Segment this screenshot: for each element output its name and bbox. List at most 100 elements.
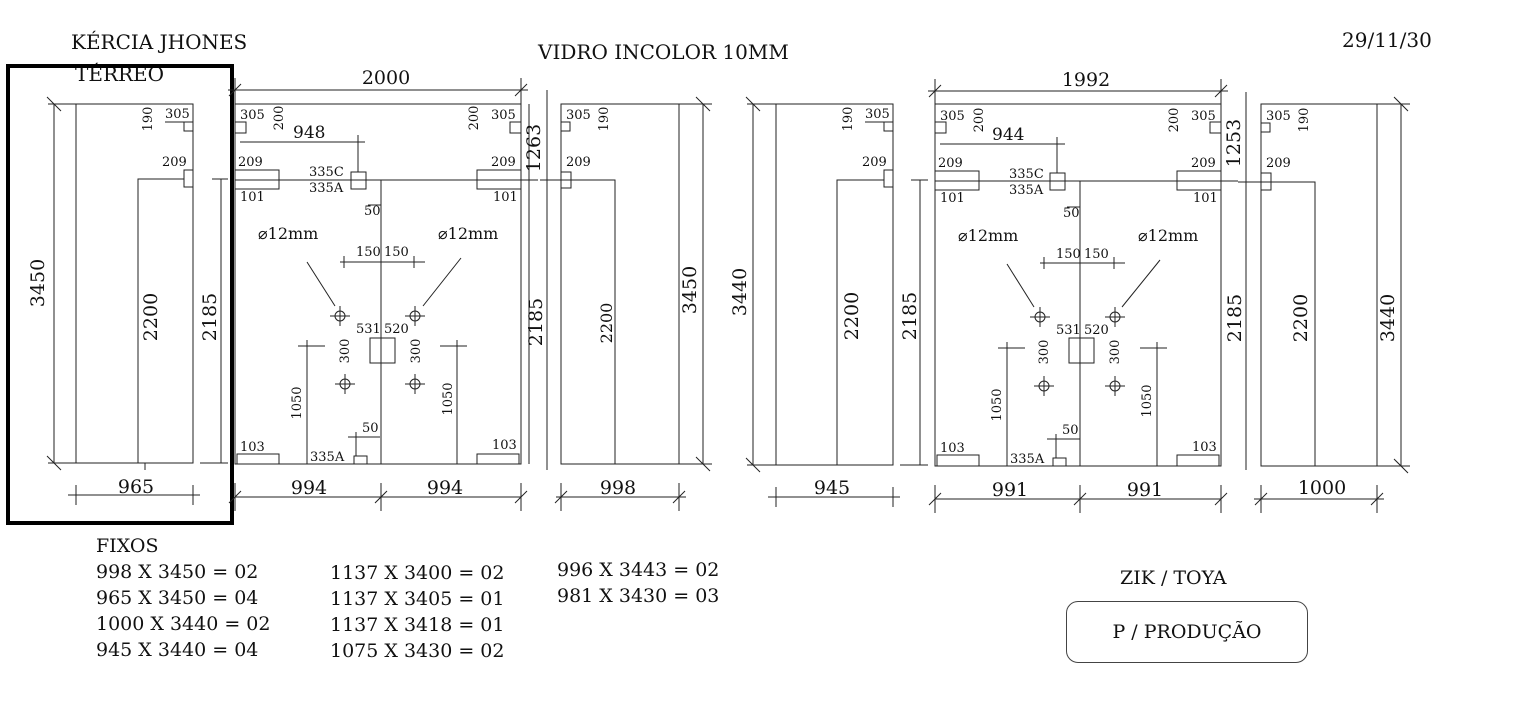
p3-notch-pos: 209 [566,155,591,170]
p1-width: 965 [118,476,154,498]
p5-hole-l: ⌀12mm [958,226,1018,245]
p5-b2: 335A [1010,452,1045,467]
p2-notch-r: 305 [491,108,516,123]
p2-b1: 50 [362,421,379,436]
p2-bl2: 103 [240,440,265,455]
p1-fixed-height: 2185 [199,293,221,341]
list-item: 1075 X 3430 = 02 [330,640,505,662]
production-stamp: P / PRODUÇÃO [1066,601,1308,663]
p5-m1: 531 [1056,323,1081,338]
highlight-frame [6,64,234,525]
panel-1-door-line [137,178,184,463]
list-item: 1137 X 3405 = 01 [330,588,505,610]
p2-to-hinge: 948 [293,123,325,143]
p6-door-height: 2200 [1290,294,1312,342]
p2-v1: 300 [338,339,353,364]
p2-h1: 1050 [290,386,305,419]
p2-width-total: 2000 [362,67,410,89]
p3-notch-w: 305 [566,108,591,123]
p2-m2: 520 [384,322,409,337]
p3-width: 998 [600,477,636,499]
glass-spec: VIDRO INCOLOR 10MM [538,40,789,64]
p5-width-total: 1992 [1062,69,1110,91]
p5-side-height: 2185 [1224,294,1246,342]
p5-h1: 1050 [990,388,1005,421]
panel-2 [228,78,538,511]
supplier-label: ZIK / TOYA [1120,567,1227,589]
p2-tr: 209 [491,155,516,170]
p2-c1: 335C [309,165,344,180]
p2-s1: 150 [356,245,381,260]
p2-br2: 103 [492,438,517,453]
p2-b2: 335A [310,450,345,465]
p5-br: 101 [1193,191,1218,206]
p5-bl: 101 [940,191,965,206]
p5-bl2: 103 [940,441,965,456]
p5-c2: 335A [1009,183,1044,198]
p2-m1: 531 [356,322,381,337]
p2-hole-r: ⌀12mm [438,224,498,243]
client-name: KÉRCIA JHONES [71,30,248,54]
panel-5-outline [934,103,1222,467]
p2-top-gap: 1263 [523,124,545,172]
list-item: 965 X 3450 = 04 [96,587,259,609]
p4-notch-h: 190 [841,107,856,132]
p4-height: 3440 [729,268,751,316]
fixed-list-title: FIXOS [96,535,159,557]
p2-h2: 1050 [441,382,456,415]
panel-4-outline [775,103,894,466]
p2-v2: 300 [409,339,424,364]
p5-v1: 300 [1037,340,1052,365]
p2-bl: 101 [240,190,265,205]
p5-c3: 50 [1063,206,1080,221]
p5-left: 991 [992,479,1028,501]
p5-b1: 50 [1062,423,1079,438]
p2-right: 994 [427,477,463,499]
panel-6 [1238,96,1410,513]
p5-right: 991 [1127,479,1163,501]
production-stamp-label: P / PRODUÇÃO [1112,621,1262,643]
list-item: 1137 X 3418 = 01 [330,614,505,636]
p4-door-height: 2200 [841,292,863,340]
p1-notch-pos: 209 [162,155,187,170]
p5-tl: 209 [938,156,963,171]
p1-notch-w: 305 [165,107,190,122]
p3-height: 3450 [679,266,701,314]
p2-s2: 150 [384,245,409,260]
p2-notch-l: 305 [240,108,265,123]
p5-notch-l-h: 200 [972,108,987,133]
panel-3-outline [560,103,680,465]
p4-fixed-height: 2185 [899,292,921,340]
p2-hole-l: ⌀12mm [258,224,318,243]
p5-top-gap: 1253 [1223,119,1245,167]
p2-c3: 50 [364,204,381,219]
panel-1-notch-top [183,121,194,132]
p5-br2: 103 [1192,440,1217,455]
p5-s1: 150 [1056,247,1081,262]
p5-c1: 335C [1009,167,1044,182]
p5-s2: 150 [1084,247,1109,262]
panel-1 [46,96,228,505]
p5-tr: 209 [1191,156,1216,171]
fixed-list-col3: 996 X 3443 = 02 981 X 3430 = 03 [557,557,719,609]
list-item: 1000 X 3440 = 02 [96,613,271,635]
list-item: 998 X 3450 = 02 [96,561,259,583]
panel-1-outline [75,103,194,464]
p1-height: 3450 [27,259,49,307]
p1-notch-h: 190 [141,107,156,132]
list-item: 945 X 3440 = 04 [96,639,259,661]
p5-to-hinge: 944 [992,125,1024,145]
p2-tl: 209 [238,155,263,170]
p2-br: 101 [493,190,518,205]
p2-notch-r-h: 200 [467,106,482,131]
p6-notch-h: 190 [1297,108,1312,133]
p5-m2: 520 [1084,323,1109,338]
p5-notch-r-h: 200 [1167,108,1182,133]
p4-notch-w: 305 [865,107,890,122]
p2-notch-l-h: 200 [272,106,287,131]
p5-hole-r: ⌀12mm [1138,226,1198,245]
panel-3 [540,90,712,511]
fixed-list-col1: FIXOS 998 X 3450 = 02 965 X 3450 = 04 10… [96,533,271,663]
p6-width: 1000 [1298,477,1346,499]
